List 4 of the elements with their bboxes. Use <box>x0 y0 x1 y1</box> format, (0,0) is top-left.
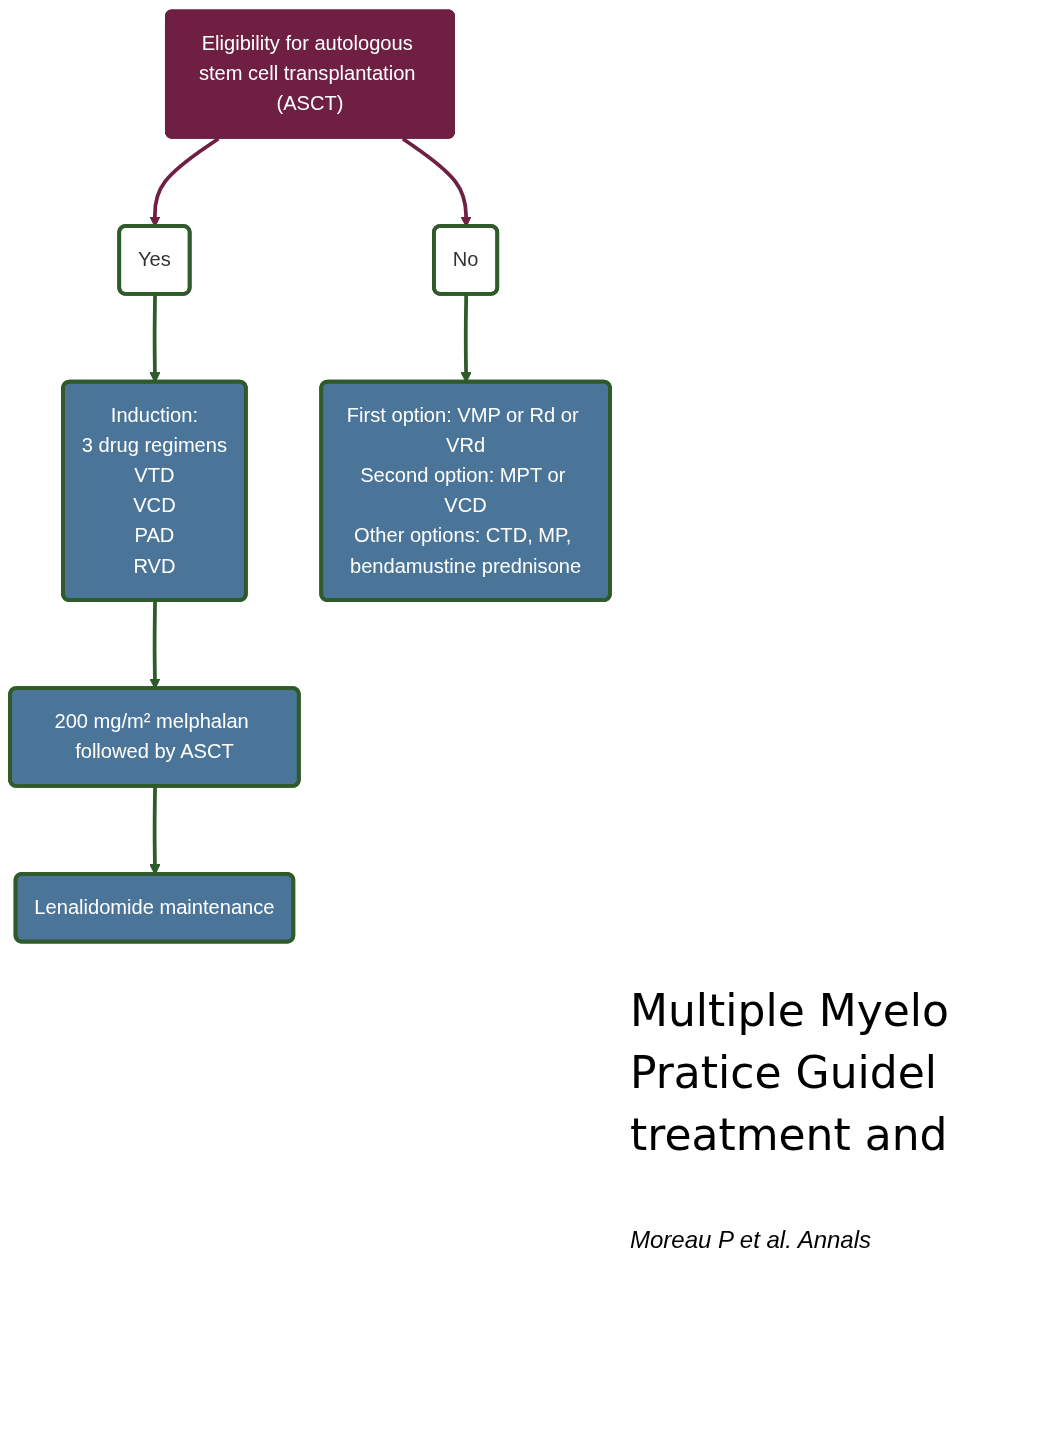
heading-text: Multiple Myelo <box>630 984 950 1038</box>
heading-text: treatment and <box>630 1108 949 1162</box>
heading-text: Pratice Guidel <box>630 1046 938 1100</box>
citation: Moreau P et al. Annals <box>630 1226 873 1254</box>
